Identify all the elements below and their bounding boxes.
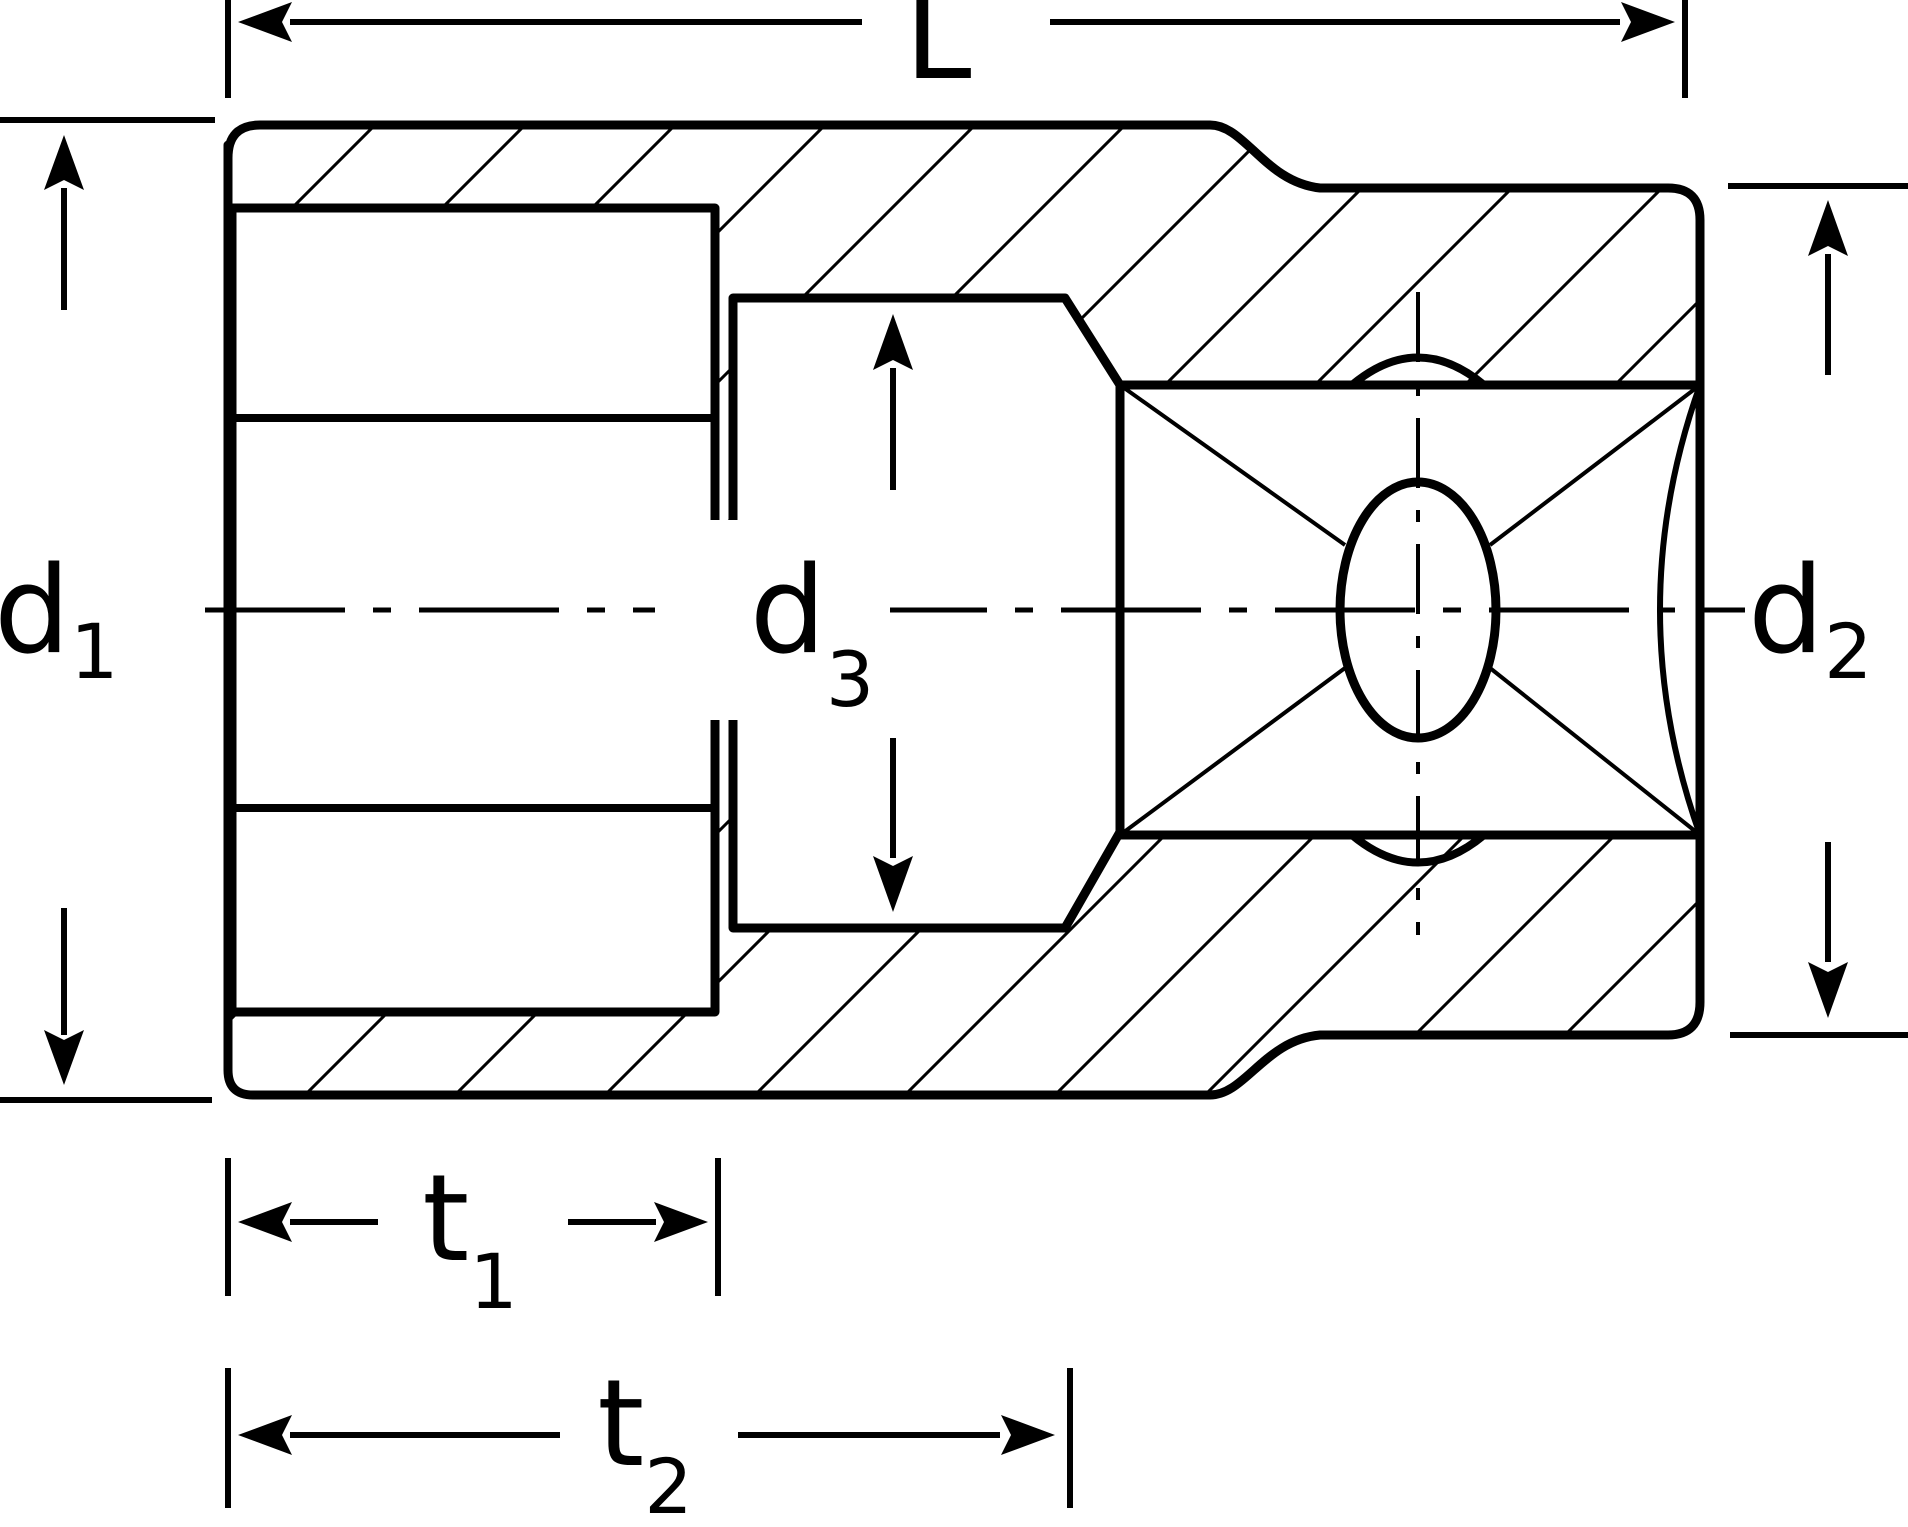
dimension-d3 — [873, 314, 913, 912]
dimension-t1 — [225, 1158, 721, 1296]
label-t2: t2 — [597, 1355, 692, 1527]
label-d3-mask — [655, 520, 890, 720]
hatch-line — [1298, 125, 1700, 1095]
label-L: L — [905, 0, 972, 107]
label-d3: d3 — [750, 542, 875, 724]
dimension-d1 — [0, 117, 215, 1103]
label-d2: d2 — [1748, 542, 1873, 696]
label-t1: t1 — [422, 1150, 517, 1326]
dimension-t2 — [225, 1368, 1073, 1508]
dimension-d2 — [1728, 183, 1908, 1038]
hatch-line — [1448, 125, 1700, 1095]
label-d1: d1 — [0, 542, 119, 696]
dimension-L — [225, 0, 1688, 98]
socket-outline — [223, 120, 1705, 1100]
hex-flats — [232, 414, 715, 812]
label-d2-mask — [1745, 510, 1908, 700]
